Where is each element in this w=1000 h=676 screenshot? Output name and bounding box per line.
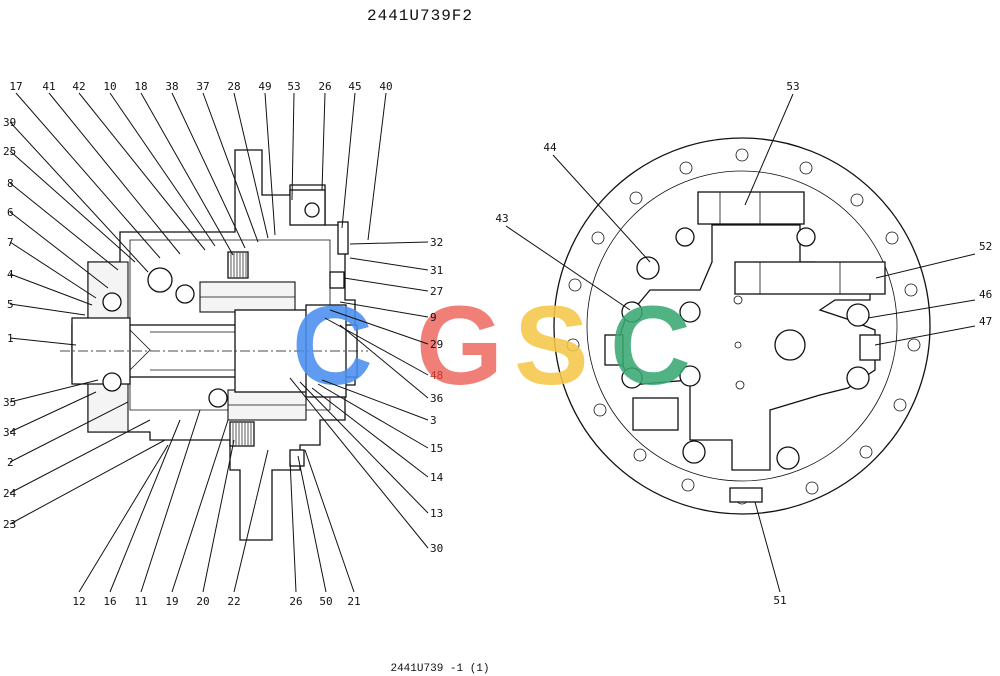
part-label: 47 bbox=[979, 315, 992, 328]
part-label: 12 bbox=[72, 595, 85, 608]
part-label: 29 bbox=[430, 338, 443, 351]
labels-left-bottom: 12 16 11 19 20 22 26 50 21 bbox=[72, 595, 360, 608]
front-view bbox=[553, 137, 931, 515]
part-label: 53 bbox=[287, 80, 300, 93]
labels-left-top: 17 41 42 10 18 38 37 28 49 53 26 45 40 bbox=[9, 80, 392, 93]
part-label: 7 bbox=[7, 236, 14, 249]
footer-code: 2441U739 -1 (1) bbox=[390, 663, 489, 675]
part-label: 26 bbox=[289, 595, 302, 608]
part-label: 53 bbox=[786, 80, 799, 93]
part-label: 25 bbox=[3, 145, 16, 158]
part-label: 52 bbox=[979, 240, 992, 253]
part-label: 30 bbox=[430, 542, 443, 555]
part-label: 44 bbox=[543, 141, 557, 154]
part-label: 41 bbox=[42, 80, 55, 93]
part-label: 22 bbox=[227, 595, 240, 608]
diagram-title: 2441U739F2 bbox=[367, 7, 473, 25]
part-label: 31 bbox=[430, 264, 443, 277]
part-label: 27 bbox=[430, 285, 443, 298]
part-label: 8 bbox=[7, 177, 14, 190]
part-label: 51 bbox=[773, 594, 786, 607]
cross-section-view bbox=[60, 149, 368, 541]
part-label: 40 bbox=[379, 80, 392, 93]
part-label: 39 bbox=[3, 116, 16, 129]
part-label: 19 bbox=[165, 595, 178, 608]
watermark-letter-c2: C bbox=[610, 283, 691, 408]
part-label: 46 bbox=[979, 288, 992, 301]
part-label: 42 bbox=[72, 80, 85, 93]
part-label: 11 bbox=[134, 595, 147, 608]
part-label: 48 bbox=[430, 369, 443, 382]
part-label: 43 bbox=[495, 212, 508, 225]
part-label: 23 bbox=[3, 518, 16, 531]
part-label: 21 bbox=[347, 595, 360, 608]
part-label: 5 bbox=[7, 298, 14, 311]
part-label: 14 bbox=[430, 471, 444, 484]
leader-lines-left bbox=[9, 92, 429, 593]
part-label: 26 bbox=[318, 80, 331, 93]
part-label: 18 bbox=[134, 80, 147, 93]
part-label: 50 bbox=[319, 595, 332, 608]
part-label: 1 bbox=[7, 332, 14, 345]
part-label: 2 bbox=[7, 456, 14, 469]
watermark: C G S C bbox=[292, 283, 691, 408]
part-label: 45 bbox=[348, 80, 361, 93]
part-label: 20 bbox=[196, 595, 209, 608]
part-label: 32 bbox=[430, 236, 443, 249]
part-label: 36 bbox=[430, 392, 443, 405]
part-label: 37 bbox=[196, 80, 209, 93]
watermark-letter-g: G bbox=[416, 283, 503, 408]
part-label: 9 bbox=[430, 311, 437, 324]
labels-right-view: 53 44 43 52 46 47 51 bbox=[495, 80, 992, 607]
part-label: 4 bbox=[7, 268, 14, 281]
part-label: 6 bbox=[7, 206, 14, 219]
part-label: 15 bbox=[430, 442, 443, 455]
leader-lines-right bbox=[505, 93, 976, 593]
part-label: 28 bbox=[227, 80, 240, 93]
part-label: 16 bbox=[103, 595, 116, 608]
part-label: 3 bbox=[430, 414, 437, 427]
part-label: 10 bbox=[103, 80, 116, 93]
part-label: 49 bbox=[258, 80, 271, 93]
part-label: 34 bbox=[3, 426, 17, 439]
part-label: 13 bbox=[430, 507, 443, 520]
labels-left-side: 39 25 8 6 7 4 5 1 35 34 2 24 23 bbox=[3, 116, 17, 531]
labels-left-right: 32 31 27 9 29 48 36 3 15 14 13 30 bbox=[430, 236, 444, 555]
watermark-letter-s: S bbox=[514, 283, 589, 408]
watermark-letter-c1: C bbox=[292, 283, 373, 408]
part-label: 35 bbox=[3, 396, 16, 409]
part-label: 38 bbox=[165, 80, 178, 93]
part-label: 17 bbox=[9, 80, 22, 93]
part-label: 24 bbox=[3, 487, 17, 500]
